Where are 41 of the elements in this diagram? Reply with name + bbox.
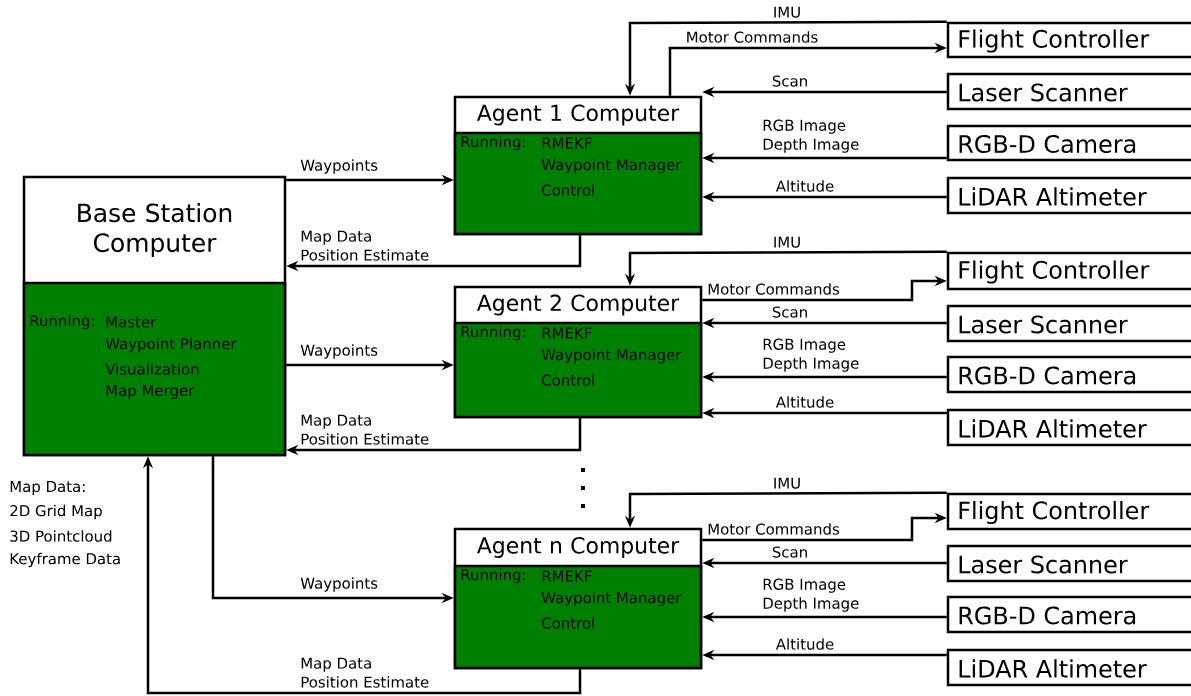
note-text: 3D Pointcloud (10, 530, 112, 542)
edge-label: IMU (774, 477, 800, 489)
device-box: LiDAR Altimeter (946, 408, 1191, 447)
edge-label: IMU (774, 6, 800, 18)
edge-label: Scan (772, 75, 807, 87)
device-box: Laser Scanner (946, 544, 1191, 583)
computer-box: Agent n Computer Running: RMEKF Waypoint Manager Control (453, 527, 703, 670)
device-box: RGB-D Camera (946, 355, 1191, 394)
device-box: LiDAR Altimeter (946, 176, 1191, 215)
device-box: RGB-D Camera (946, 124, 1191, 162)
device-box: Flight Controller (946, 21, 1191, 59)
edge-label: Scan (772, 306, 807, 318)
device-box: Laser Scanner (946, 72, 1191, 111)
edge-label: Altitude (775, 396, 834, 408)
edge-label: RGB Image Depth Image (763, 338, 859, 372)
edge-label: Waypoints (300, 159, 378, 174)
device-box: Laser Scanner (946, 304, 1191, 343)
edge-label: Motor Commands (708, 523, 840, 535)
edge-label: Waypoints (300, 344, 378, 359)
device-box: Flight Controller (946, 251, 1191, 291)
note-text: 2D Grid Map (10, 504, 102, 520)
edge-label: RGB Image Depth Image (763, 119, 859, 153)
edge-label: Waypoints (300, 577, 378, 592)
device-box: LiDAR Altimeter (946, 648, 1191, 687)
edge-label: Map Data Position Estimate (301, 414, 429, 445)
computer-box: Agent 1 Computer Running: RMEKF Waypoint Manager Control (453, 95, 703, 236)
computer-box: Agent 2 Computer Running: RMEKF Waypoint Manager Control (453, 285, 703, 419)
computer-box: Base Station Computer Running: Master Waypoint Planner Visualization Map Merger (22, 175, 287, 457)
edge-label: Scan (772, 546, 807, 558)
edge-label: Motor Commands (708, 283, 840, 295)
edge-label: Motor Commands (687, 31, 818, 43)
device-box: Flight Controller (946, 492, 1191, 531)
edge-label: RGB Image Depth Image (763, 578, 859, 612)
edge-label: Map Data Position Estimate (301, 657, 429, 688)
edge-label: IMU (774, 236, 800, 248)
note-text: Keyframe Data (10, 552, 120, 568)
edge-label: Altitude (775, 180, 834, 192)
device-box: RGB-D Camera (946, 595, 1191, 634)
edge-label: Altitude (775, 638, 834, 650)
note-text: Map Data: (10, 481, 85, 495)
edge-label: Map Data Position Estimate (301, 230, 429, 261)
